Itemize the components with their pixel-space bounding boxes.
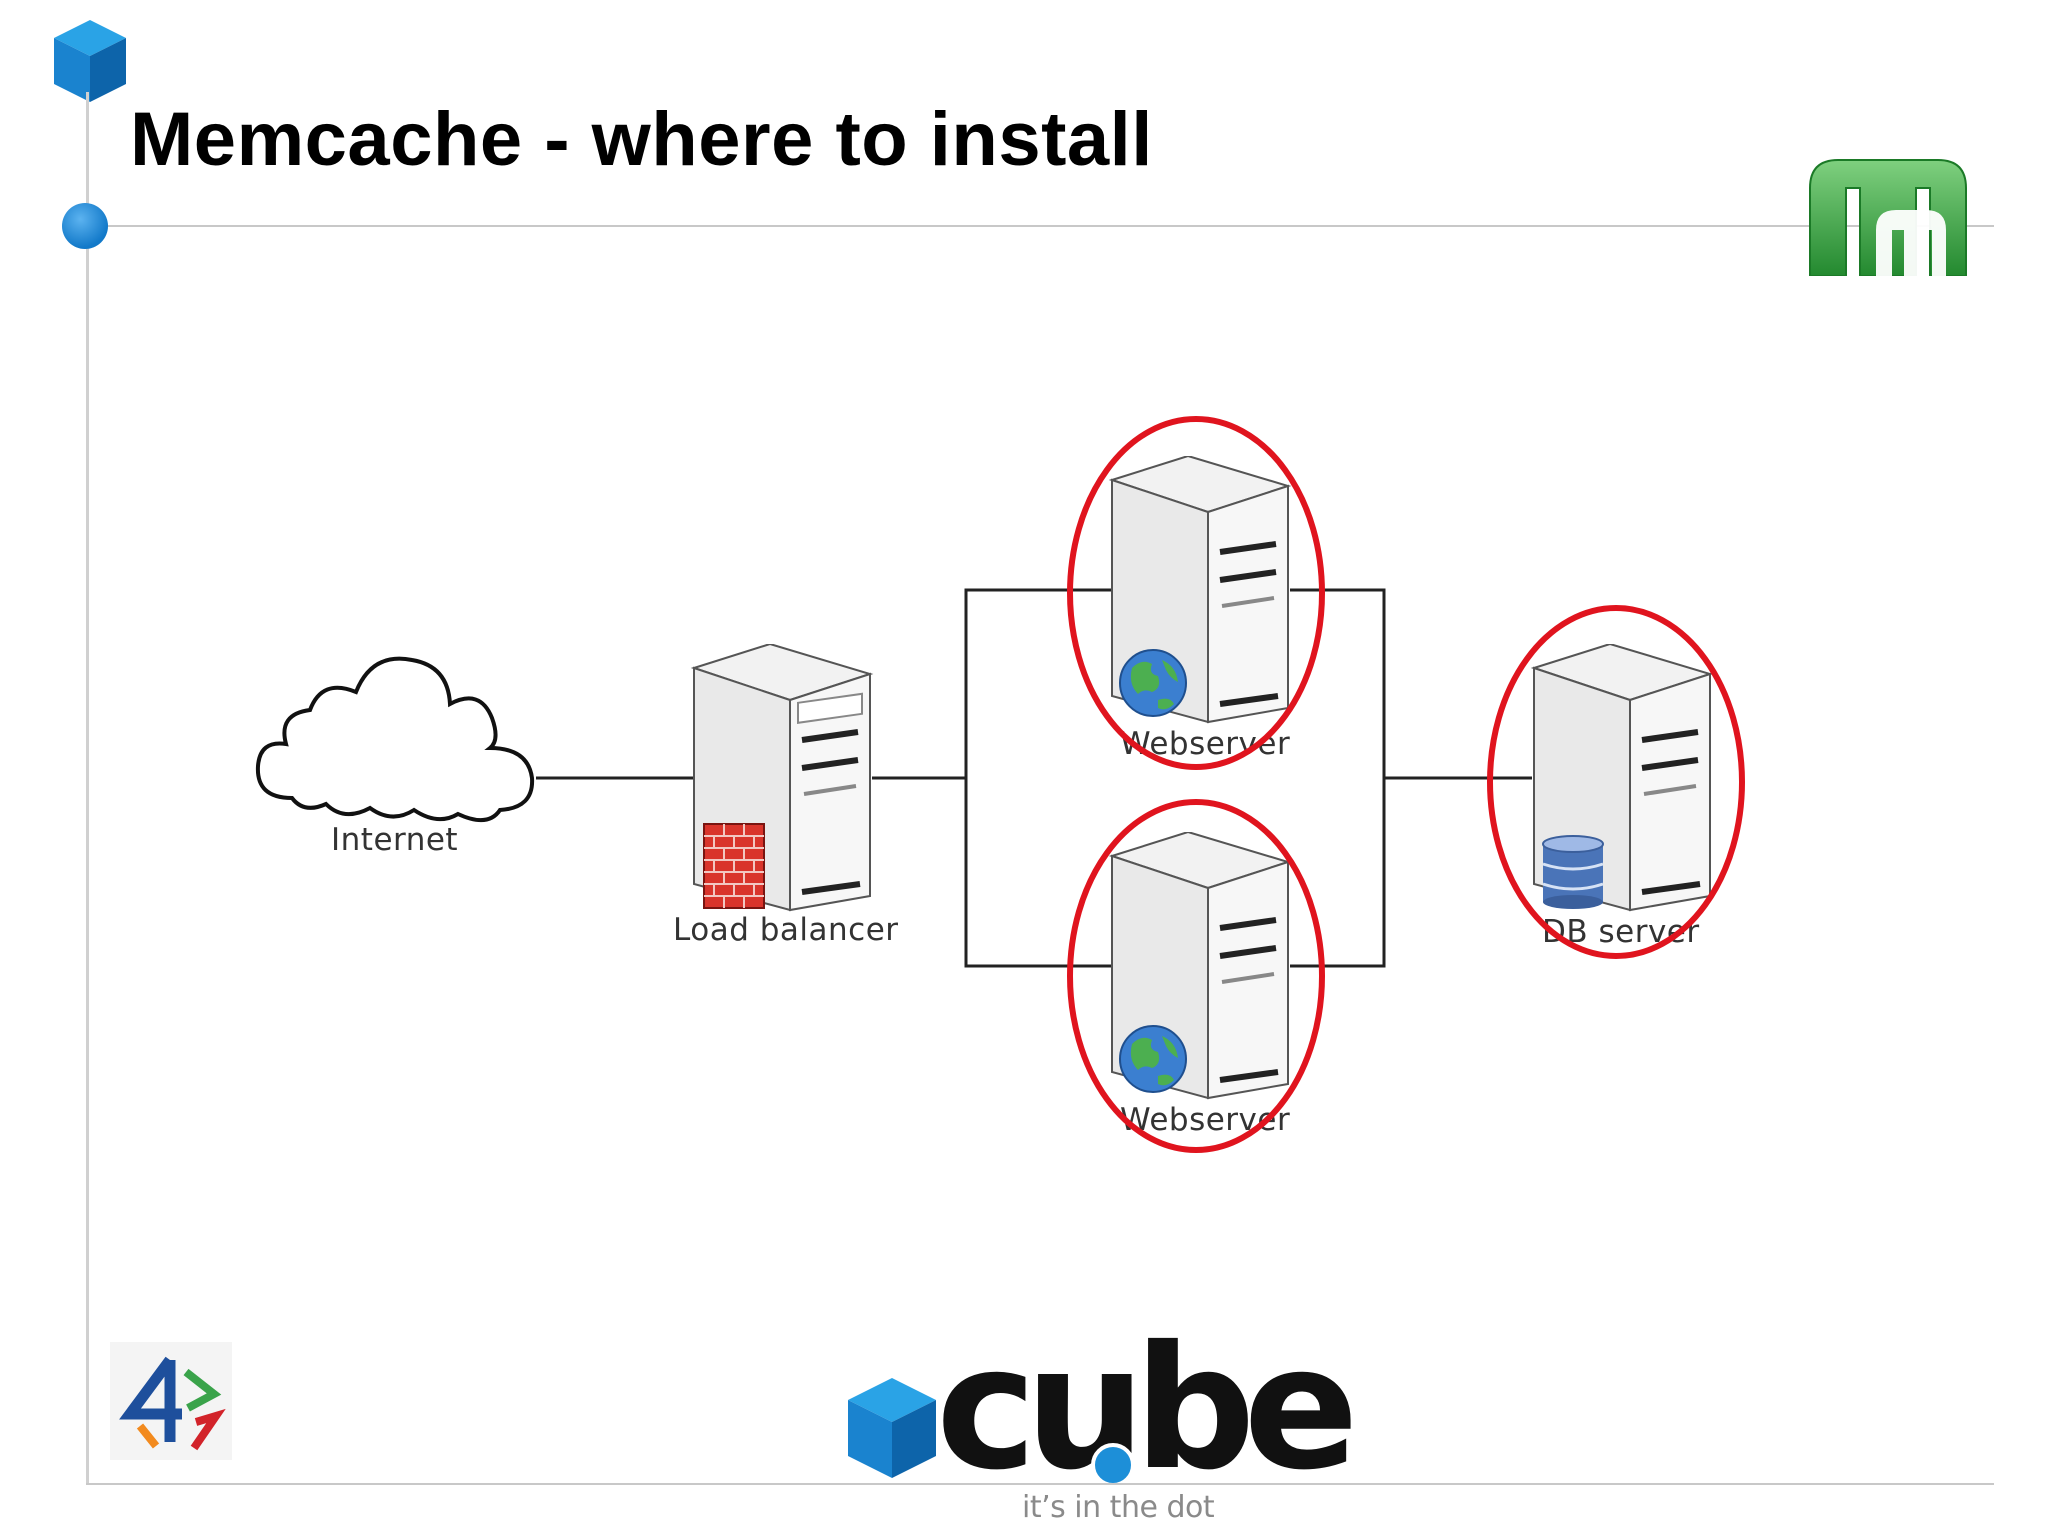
webserver-bottom-server-icon <box>1108 832 1292 1100</box>
node-label-load-balancer: Load balancer <box>673 912 899 948</box>
highlight-webserver-bottom <box>1067 799 1325 1153</box>
cube-logo-icon <box>54 20 126 102</box>
title-rule <box>86 225 1994 227</box>
brand-tagline: it’s in the dot <box>1022 1490 1215 1525</box>
cube-brand-icon <box>848 1378 936 1478</box>
cube-wordmark: cube <box>936 1310 1359 1508</box>
globe-icon <box>1119 649 1187 717</box>
node-label-webserver-bottom: Webserver <box>1120 1102 1291 1138</box>
database-icon <box>1542 835 1604 909</box>
node-label-internet: Internet <box>331 822 459 858</box>
highlight-webserver-top <box>1067 416 1325 770</box>
brand-dot-icon <box>1091 1443 1135 1487</box>
edge-loadbalancer-webservers <box>964 588 1116 968</box>
highlight-db-server <box>1487 605 1745 959</box>
cloud-icon <box>255 656 535 822</box>
blue-dot-icon <box>62 203 108 249</box>
firewall-brick-icon <box>703 823 765 909</box>
four-logo-icon <box>110 1342 232 1460</box>
slide-title: Memcache - where to install <box>130 97 1153 182</box>
left-rule <box>86 92 89 1484</box>
footer-rule <box>86 1483 1994 1485</box>
globe-icon <box>1119 1025 1187 1093</box>
load-balancer-server-icon <box>690 644 874 912</box>
memcached-logo-icon <box>1809 159 1967 276</box>
